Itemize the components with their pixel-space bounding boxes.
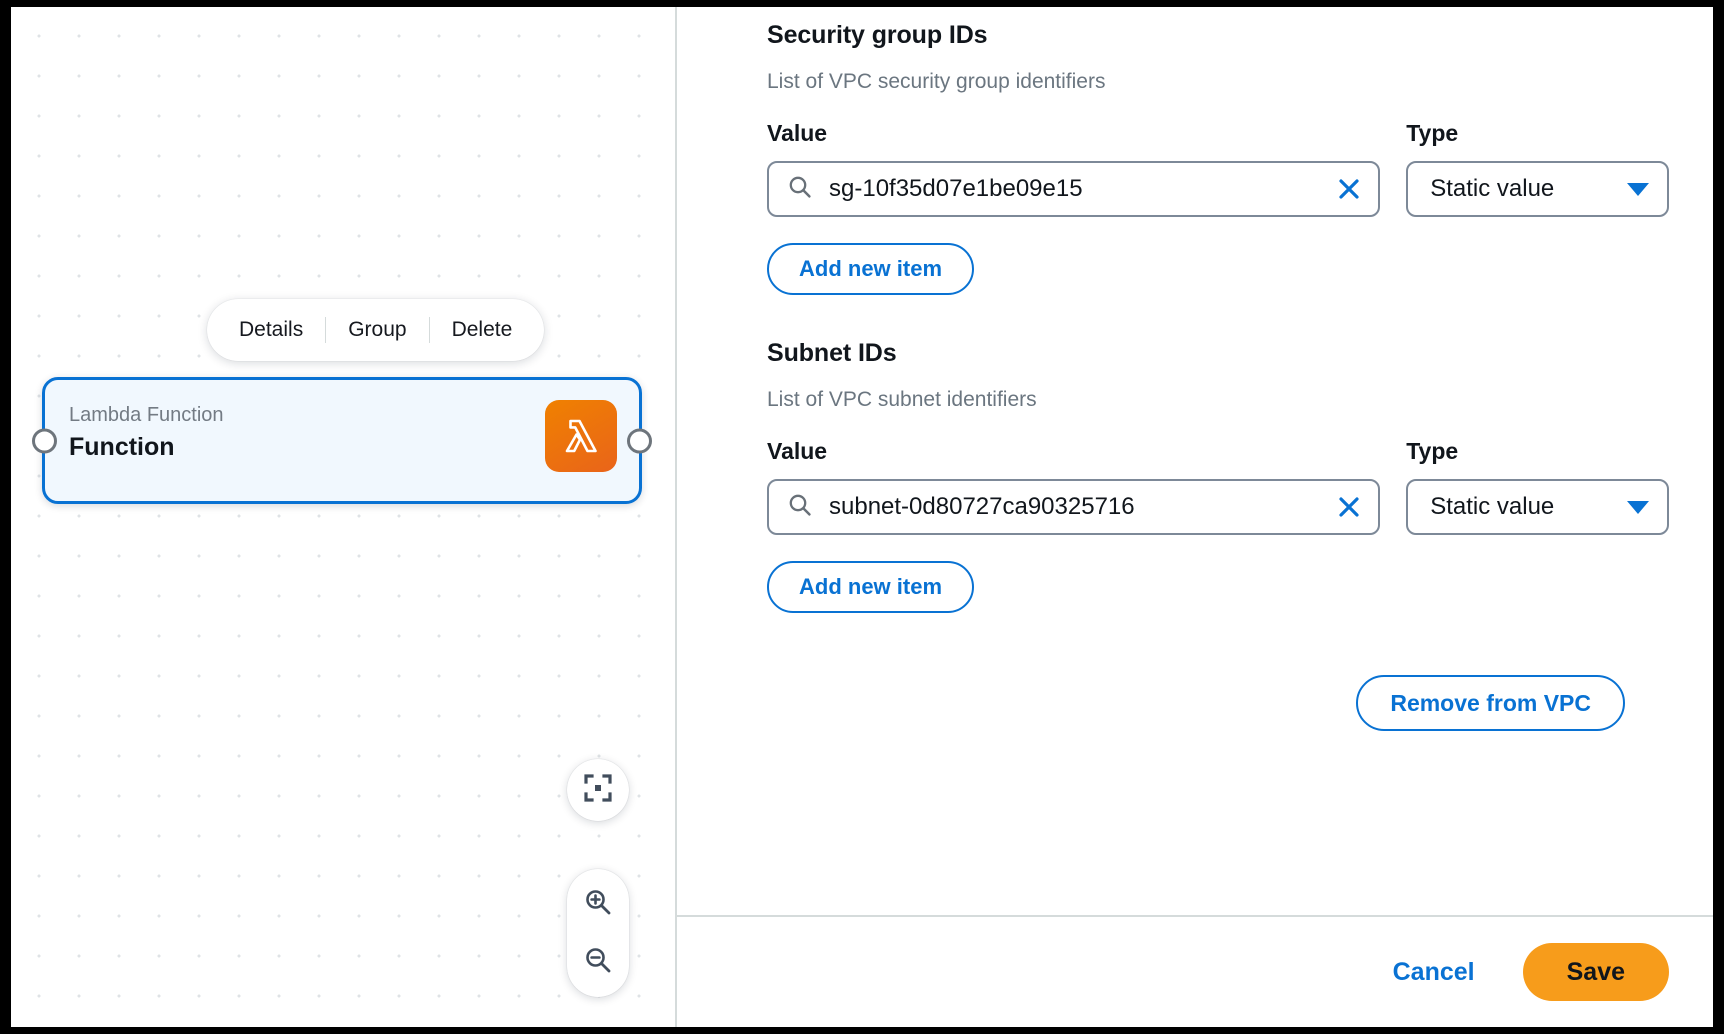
section-description: List of VPC security group identifiers [767,70,1106,93]
field-row: Value sg-10f35d07e1be09e15 [767,120,1669,217]
add-new-item-button-security-group[interactable]: Add new item [767,243,975,295]
fit-to-screen-button[interactable] [567,759,629,821]
close-icon[interactable] [1336,494,1362,520]
subnet-value-input[interactable]: subnet-0d80727ca90325716 [767,479,1381,535]
remove-from-vpc-button[interactable]: Remove from VPC [1356,675,1625,731]
chevron-down-icon [1627,182,1649,196]
type-label: Type [1406,120,1459,146]
security-group-type-select[interactable]: Static value [1406,161,1669,217]
panel-divider [675,7,677,1027]
section-title: Subnet IDs [767,339,897,367]
zoom-in-button[interactable] [575,881,621,927]
value-label: Value [767,438,828,464]
node-subtitle: Lambda Function [69,404,224,426]
zoom-out-icon [583,945,613,980]
properties-panel: Security group IDs List of VPC security … [677,7,1713,1027]
close-icon[interactable] [1336,176,1362,202]
zoom-out-button[interactable] [575,939,621,985]
security-group-value-text: sg-10f35d07e1be09e15 [829,175,1083,202]
node-action-group[interactable]: Group [348,318,407,341]
aws-lambda-icon [545,400,617,472]
panel-body: Security group IDs List of VPC security … [677,7,1713,915]
value-label: Value [767,120,828,146]
type-column: Type Static value [1406,120,1669,217]
save-button[interactable]: Save [1522,943,1669,1001]
node-output-port[interactable] [627,428,652,453]
node-action-details[interactable]: Details [239,318,304,341]
security-group-value-input[interactable]: sg-10f35d07e1be09e15 [767,161,1381,217]
zoom-controls [567,869,629,997]
workflow-canvas[interactable]: Details Group Delete Lambda Function Fun… [11,7,677,1027]
zoom-in-icon [583,887,613,922]
toolbar-divider [325,317,327,343]
subnet-value-text: subnet-0d80727ca90325716 [829,493,1135,520]
node-title: Function [69,433,175,461]
node-input-port[interactable] [32,428,57,453]
cancel-button[interactable]: Cancel [1379,950,1489,995]
value-column: Value sg-10f35d07e1be09e15 [767,120,1381,217]
node-context-toolbar: Details Group Delete [207,299,545,361]
field-row: Value subnet-0d80727ca90325716 [767,438,1669,535]
subnet-type-value: Static value [1430,493,1555,520]
app-root: Details Group Delete Lambda Function Fun… [11,7,1713,1027]
node-text-block: Lambda Function Function [69,402,224,465]
section-security-group-ids: Security group IDs List of VPC security … [767,21,1669,295]
value-column: Value subnet-0d80727ca90325716 [767,438,1381,535]
section-description: List of VPC subnet identifiers [767,388,1037,411]
search-icon [787,174,813,205]
panel-footer: Cancel Save [677,915,1713,1027]
search-icon [787,492,813,523]
section-title: Security group IDs [767,21,988,49]
lambda-function-node[interactable]: Lambda Function Function [32,377,652,504]
node-action-delete[interactable]: Delete [451,318,513,341]
section-subnet-ids: Subnet IDs List of VPC subnet identifier… [767,339,1669,613]
fit-to-screen-icon [582,772,614,809]
type-label: Type [1406,438,1459,464]
add-new-item-button-subnet[interactable]: Add new item [767,561,975,613]
security-group-type-value: Static value [1430,175,1555,202]
subnet-type-select[interactable]: Static value [1406,479,1669,535]
type-column: Type Static value [1406,438,1669,535]
chevron-down-icon [1627,500,1649,514]
toolbar-divider [428,317,430,343]
remove-vpc-row: Remove from VPC [767,675,1669,731]
